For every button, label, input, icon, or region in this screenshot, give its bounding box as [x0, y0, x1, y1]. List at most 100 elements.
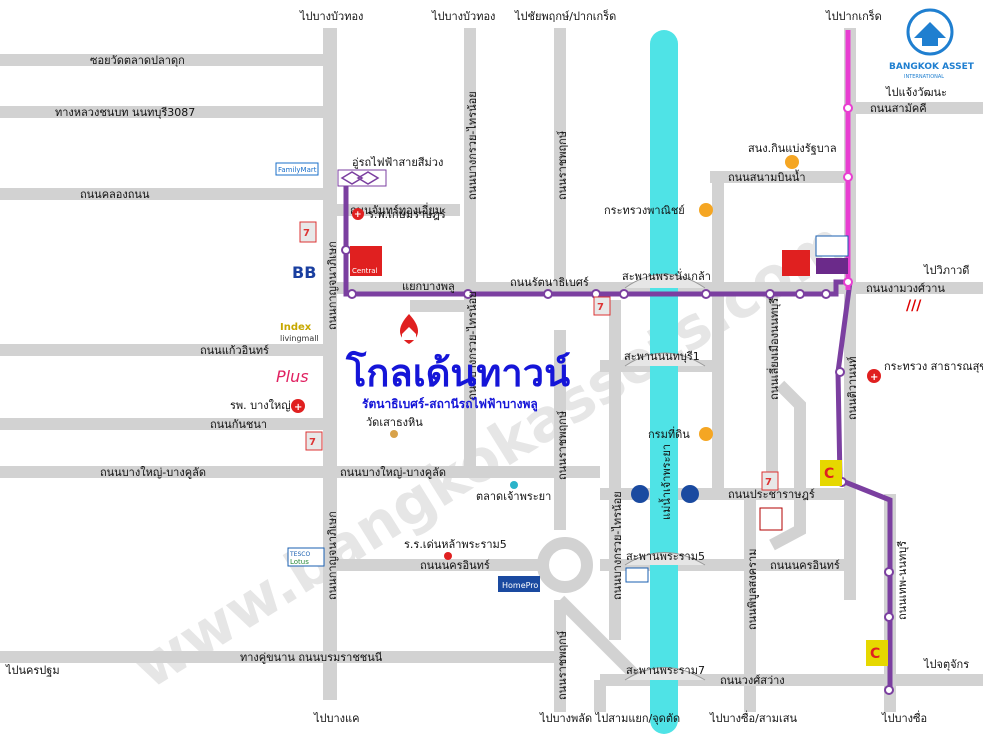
dir-bang-bua-thong-1: ไปบางบัวทอง: [299, 10, 363, 23]
seven-eleven-logo: [593, 296, 611, 316]
bridge-nonthaburi-label: สะพานนนทบุรี1: [624, 350, 700, 363]
label-bangyai-w: ถนนบางใหญ่-บางคูลัด: [100, 466, 206, 479]
river-label: แม่น้ำเจ้าพระยา: [658, 444, 673, 520]
bridges: สะพานพระนั่งเกล้า สะพานนนทบุรี1 สะพานพระ…: [622, 268, 711, 681]
station: [701, 289, 711, 299]
station: [835, 367, 845, 377]
road-curve-south: [555, 595, 645, 685]
seven-eleven-logo: [305, 431, 323, 451]
homepro-label: HomePro: [502, 581, 538, 590]
station: [765, 289, 775, 299]
tesco-lotus-logo: [625, 567, 649, 583]
label-kanchana: ถนนกันชนา: [210, 418, 267, 431]
label-ratchaphruek-m: ถนนราชพฤกษ์: [556, 411, 569, 480]
dir-chaengwattana: ไปแจ้งวัฒนะ: [885, 86, 947, 99]
bigc-logo: [820, 460, 842, 486]
station: [843, 172, 853, 182]
pier-icon: [631, 485, 649, 503]
bigc-glyph: C: [824, 466, 834, 482]
bb-logo: BB: [292, 263, 316, 282]
station: [843, 103, 853, 113]
label-khlong-thanon: ถนนคลองถนน: [80, 188, 150, 201]
label-hwy-3087: ทางหลวงชนบท นนทบุรี3087: [55, 106, 195, 119]
station: [884, 612, 894, 622]
label-lottery: สนง.กินแบ่งรัฐบาล: [748, 142, 837, 155]
tesco-label: TESCO: [289, 551, 310, 558]
bridge-rama5: [624, 552, 706, 566]
bridge-rama7-label: สะพานพระราม7: [626, 664, 705, 677]
familymart-label: FamilyMart: [278, 166, 317, 174]
project-title: โกลเด้นทาวน์: [345, 350, 570, 395]
central-logo: [350, 246, 382, 276]
hospital-cross-icon: +: [870, 372, 878, 383]
temple-icon: [390, 430, 398, 438]
label-kaew-in: ถนนแก้วอินทร์: [200, 344, 269, 357]
dir-pak-kret: ไปปากเกร็ด: [825, 9, 882, 23]
label-kanchanaphisek-s: ถนนกาญจนาภิเษก: [326, 511, 339, 600]
seven-eleven-glyph: 7: [303, 228, 310, 239]
brand-logo: BANGKOK ASSET INTERNATIONAL: [889, 8, 975, 80]
dir-vibhavadi: ไปวิภาวดี: [923, 264, 969, 277]
label-prachachuen: ถนนประชาราษฎร์: [728, 488, 815, 501]
seven-eleven-logo: [761, 471, 779, 491]
poi-dot-icon: [699, 427, 713, 441]
poi-dot-icon: [699, 203, 713, 217]
label-station-purple: อู่รถไฟฟ้าสายสีม่วง: [352, 156, 443, 169]
central-logo: [782, 250, 810, 276]
label-kanchanaphisek-n: ถนนกาญจนาภิเษก: [326, 241, 339, 330]
dir-bang-phlat: ไปบางพลัด ไปสามแยก/จุดตัด: [539, 712, 680, 725]
station: [619, 289, 629, 299]
seven-eleven-glyph: 7: [309, 437, 316, 448]
label-nakhon-in-e: ถนนนครอินทร์: [770, 559, 840, 572]
label-nakhon-in-w: ถนนนครอินทร์: [420, 559, 490, 572]
hospital-icon: [291, 399, 305, 413]
tesco-lotus-logo: [815, 235, 849, 257]
label-phibun: ถนนพิบูลสงคราม: [746, 549, 759, 630]
market-icon: [510, 481, 518, 489]
lotus-label: Lotus: [290, 558, 309, 566]
label-bang-kruai-sainoi: ถนนบางกรวย-ไทรน้อย: [466, 91, 479, 200]
esplanade-logo: [816, 258, 848, 274]
station: [884, 567, 894, 577]
hospital-cross-icon: +: [354, 210, 362, 220]
direction-labels: ไปบางบัวทอง ไปบางบัวทอง ไปชัยพฤกษ์/ปากเก…: [5, 9, 969, 725]
hospital-icon: [867, 369, 881, 383]
road-curve-east: [769, 380, 806, 551]
brand-name: BANGKOK ASSET: [889, 62, 975, 72]
station: [843, 277, 853, 287]
label-talad-chao-phraya: ตลาดเจ้าพระยา: [476, 490, 551, 503]
label-tiwanon: ถนนติวานนท์: [846, 357, 859, 421]
hospital-icon: [352, 208, 364, 220]
roundabout: [537, 537, 593, 593]
project-subtitle: รัตนาธิเบศร์-สถานีรถไฟฟ้าบางพลู: [362, 396, 538, 412]
index-sub: livingmall: [280, 334, 319, 343]
road-labels-vertical: ถนนกาญจนาภิเษก ถนนกาญจนาภิเษก ถนนบางกรวย…: [326, 91, 909, 700]
plus-logo: Plus: [276, 367, 309, 386]
label-soi-wat-talad: ซอยวัดตลาดปลาดุก: [90, 54, 185, 67]
label-ratchaphruek-n: ถนนราชพฤกษ์: [556, 131, 569, 200]
metro-logo-icon: [340, 171, 380, 185]
major-logo: [759, 507, 783, 531]
label-samakkhi: ถนนสามัคคี: [870, 102, 927, 115]
bridge-phra-nang-klao: [624, 273, 706, 289]
label-wong-sawang: ถนนวงศ์สว่าง: [720, 674, 785, 687]
poi-dot-icon: [785, 155, 799, 169]
label-health-ministry: กระทรวง สาธารณสุข: [884, 360, 983, 373]
label-liang-mueang: ถนนเลี่ยงเมืองนนทบุรี: [766, 298, 781, 400]
label-ngamwongwan: ถนนงามวงศ์วาน: [866, 282, 945, 295]
brand-tag: INTERNATIONAL: [904, 74, 944, 80]
label-thep-nonthaburi: ถนนเทพ-นนทบุรี: [896, 541, 909, 620]
label-commerce-ministry: กระทรวงพาณิชย์: [604, 204, 685, 217]
label-ratchaphruek-s: ถนนราชพฤกษ์: [556, 631, 569, 700]
label-school-rama5: ร.ร.เด่นหล้าพระราม5: [404, 538, 507, 551]
homepro-logo: [498, 576, 540, 592]
station: [463, 289, 473, 299]
index-logo: Index: [280, 322, 312, 333]
station: [341, 245, 351, 255]
project: โกลเด้นทาวน์ รัตนาธิเบศร์-สถานีรถไฟฟ้าบา…: [345, 314, 570, 412]
bridge-rama7: [624, 667, 706, 681]
landmarks: FamilyMart 7 7 7 7 BB Central Index livi…: [275, 162, 922, 666]
label-bang-kruai-sainoi-2: ถนนบางกรวย-ไทรน้อย: [611, 491, 624, 600]
